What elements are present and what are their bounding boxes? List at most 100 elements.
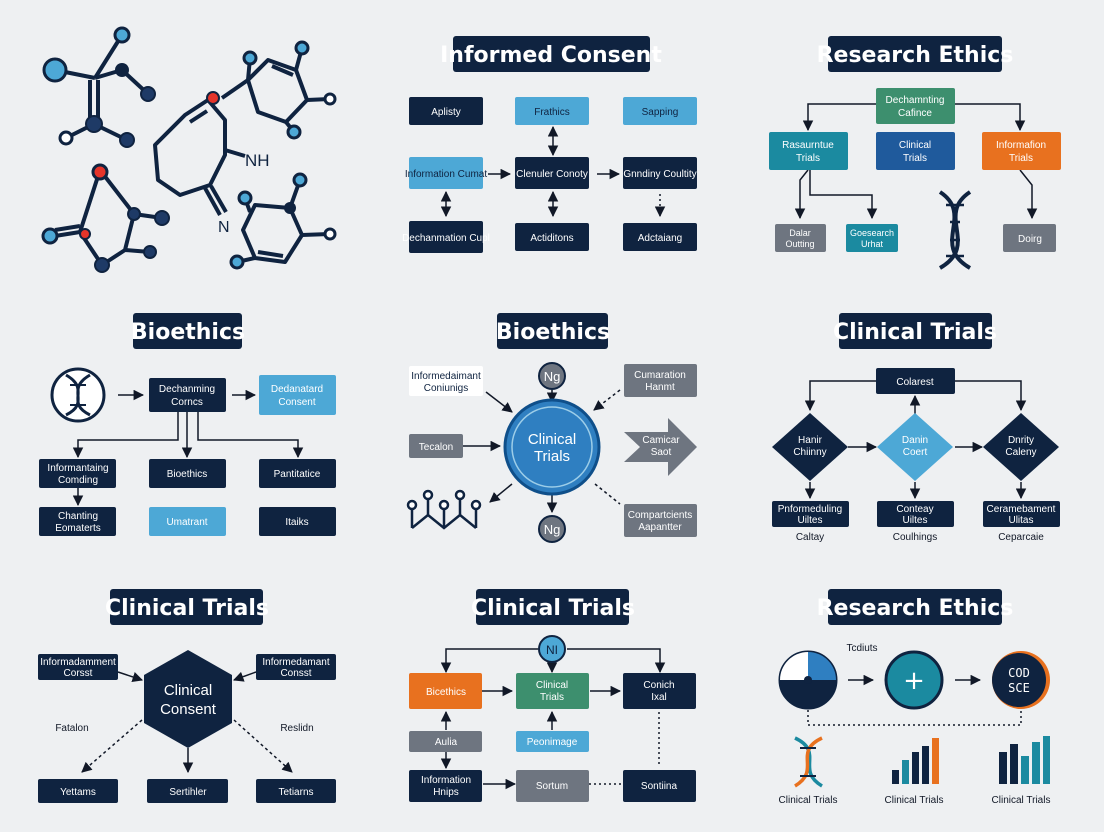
svg-text:Dedanatard: Dedanatard <box>271 384 323 395</box>
node-clenuler-conoty: Clenuler Conoty <box>515 157 589 189</box>
svg-text:Outting: Outting <box>785 239 814 249</box>
svg-text:Cafince: Cafince <box>898 108 932 119</box>
title-bioethics-left: Bioethics <box>131 320 245 345</box>
coin-icon: COD SCE <box>992 651 1050 709</box>
node-sortum: Sortum <box>516 770 589 802</box>
svg-text:Sontiina: Sontiina <box>641 781 678 792</box>
svg-text:Ceramebament: Ceramebament <box>987 504 1056 515</box>
svg-text:Ng: Ng <box>544 369 561 384</box>
svg-text:Uiltes: Uiltes <box>902 515 927 526</box>
node-yettams: Yettams <box>38 779 118 803</box>
caption-coulhings: Coulhings <box>893 532 937 543</box>
svg-text:Corncs: Corncs <box>171 397 203 408</box>
clinical-trials-hub: Clinical Trials <box>503 398 601 496</box>
svg-text:Coert: Coert <box>903 447 928 458</box>
title-clinical-trials-right: Clinical Trials <box>833 320 997 345</box>
svg-text:Yettams: Yettams <box>60 787 96 798</box>
title-informed-consent: Informed Consent <box>440 43 662 68</box>
svg-text:Dalar: Dalar <box>789 228 811 238</box>
node-bicethics: Bicethics <box>409 673 482 709</box>
svg-text:Hanir: Hanir <box>798 435 823 446</box>
svg-text:Information Cumat: Information Cumat <box>405 169 487 180</box>
caption-clinical-trials-1: Clinical Trials <box>779 795 838 806</box>
node-pantitatice: Pantitatice <box>259 459 336 488</box>
node-sapping: Sapping <box>623 97 697 125</box>
svg-text:Consent: Consent <box>160 701 217 718</box>
title-research-ethics-top: Research Ethics <box>817 43 1014 68</box>
svg-text:Dnrity: Dnrity <box>1008 435 1034 446</box>
title-bioethics-center: Bioethics <box>496 320 610 345</box>
svg-text:Corsst: Corsst <box>64 668 93 679</box>
svg-text:Actiditons: Actiditons <box>530 233 573 244</box>
atom-label-n: N <box>218 219 230 236</box>
panel-research-ethics-bottom: Tcdiuts + COD SCE <box>778 643 1050 806</box>
svg-text:Aplisty: Aplisty <box>431 107 460 118</box>
svg-text:Ulitas: Ulitas <box>1008 515 1033 526</box>
svg-text:Aulia: Aulia <box>435 737 458 748</box>
svg-text:Itaiks: Itaiks <box>285 517 308 528</box>
svg-text:Coniunigs: Coniunigs <box>424 383 468 394</box>
svg-text:Consst: Consst <box>280 668 311 679</box>
svg-text:Adctaiang: Adctaiang <box>638 233 682 244</box>
svg-text:Caleny: Caleny <box>1005 447 1036 458</box>
node-sontiina: Sontiina <box>623 770 696 802</box>
svg-text:Ixal: Ixal <box>651 692 667 703</box>
svg-text:Peonimage: Peonimage <box>527 737 578 748</box>
molecule-chain-icon <box>406 489 482 530</box>
svg-text:Tecalon: Tecalon <box>419 442 453 453</box>
panel-bioethics-center: Clinical Trials InformedaimantConiunigs … <box>406 362 697 543</box>
svg-text:Cumaration: Cumaration <box>634 370 686 381</box>
node-tetiarns: Tetiarns <box>256 779 336 803</box>
svg-text:Clenuler Conoty: Clenuler Conoty <box>516 169 588 180</box>
svg-text:Information: Information <box>421 775 471 786</box>
node-dechanmation-cupl: Dechanmation Cupl <box>402 221 490 253</box>
svg-text:Colarest: Colarest <box>896 377 933 388</box>
svg-text:Bicethics: Bicethics <box>426 687 466 698</box>
label-reslidn: Reslidn <box>280 723 313 734</box>
svg-text:+: + <box>903 666 925 696</box>
svg-text:Conich: Conich <box>643 680 674 691</box>
panel-titles: Informed Consent Research Ethics Bioethi… <box>105 36 1013 625</box>
svg-text:Danin: Danin <box>902 435 928 446</box>
node-actiditons: Actiditons <box>515 223 589 251</box>
node-colarest: Colarest <box>876 368 955 394</box>
svg-text:Sortum: Sortum <box>536 781 568 792</box>
svg-text:Consent: Consent <box>278 397 315 408</box>
svg-text:Umatrant: Umatrant <box>166 517 207 528</box>
svg-text:Hnips: Hnips <box>433 787 459 798</box>
svg-text:Tetiarns: Tetiarns <box>278 787 313 798</box>
atom-label-nh: NH <box>245 151 270 170</box>
svg-text:Pantitatice: Pantitatice <box>274 469 321 480</box>
title-clinical-trials-center: Clinical Trials <box>471 596 635 621</box>
svg-text:Rasaurntue: Rasaurntue <box>782 140 834 151</box>
pie-chart-icon <box>778 650 838 710</box>
badge-ng-top: Ng <box>538 362 566 390</box>
svg-text:Dechanmation Cupl: Dechanmation Cupl <box>402 233 490 244</box>
svg-text:SCE: SCE <box>1008 681 1030 695</box>
svg-text:Aapantter: Aapantter <box>638 522 682 533</box>
svg-text:Comding: Comding <box>58 475 98 486</box>
caption-ceparcaie: Ceparcaie <box>998 532 1044 543</box>
svg-text:Doirg: Doirg <box>1018 234 1042 245</box>
svg-text:Pnformeduling: Pnformeduling <box>778 504 842 515</box>
node-doirg: Doirg <box>1003 224 1056 252</box>
node-information-cumat: Information Cumat <box>405 157 487 189</box>
svg-text:Dechamnting: Dechamnting <box>886 95 945 106</box>
svg-text:COD: COD <box>1008 666 1030 680</box>
title-clinical-trials-left: Clinical Trials <box>105 596 269 621</box>
panel-informed-consent: Aplisty Frathics Sapping Information Cum… <box>402 97 697 253</box>
dna-circle-icon <box>50 367 106 423</box>
